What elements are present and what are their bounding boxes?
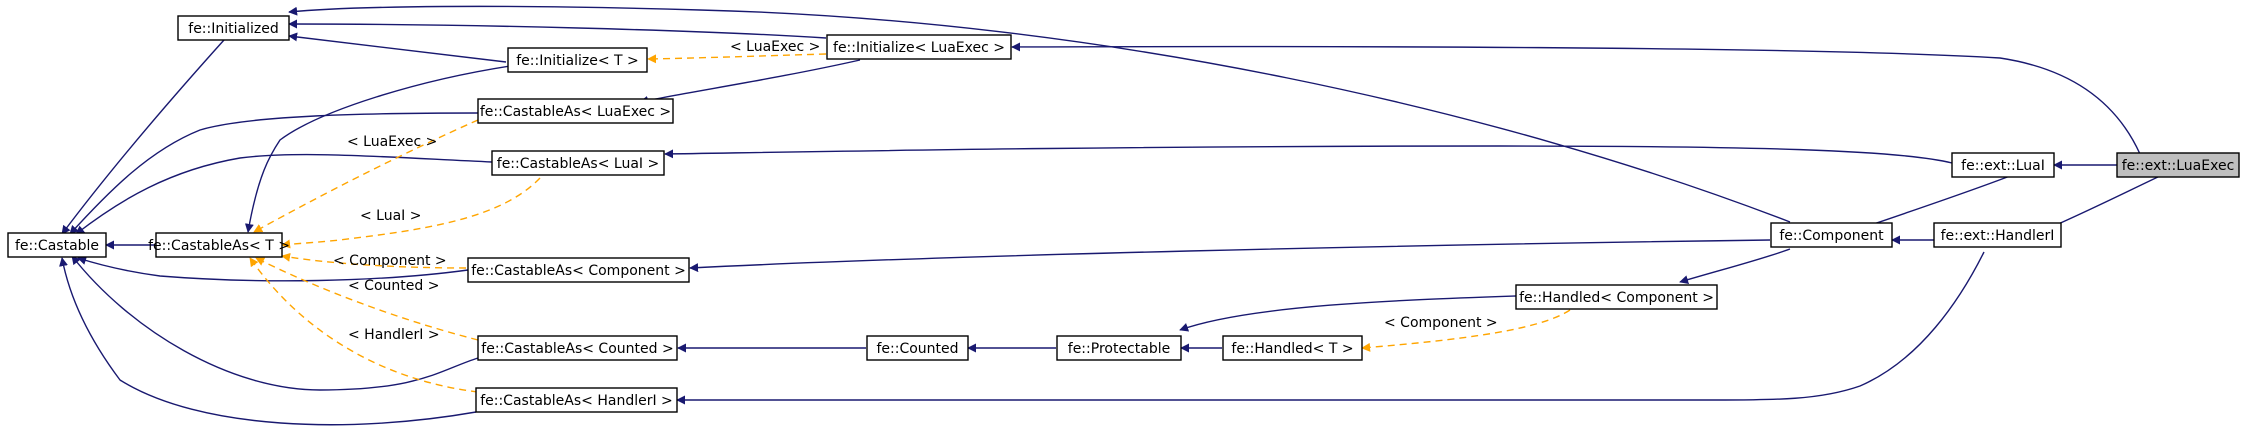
node-castable-label: fe::Castable [15,238,99,254]
node-handleri[interactable]: fe::ext::HandlerI [1933,222,2062,248]
node-initialized[interactable]: fe::Initialized [177,15,290,41]
node-handled-t[interactable]: fe::Handled< T > [1222,335,1363,361]
node-castableas-component-label: fe::CastableAs< Component > [471,263,686,279]
node-initialized-label: fe::Initialized [188,21,278,37]
node-component-label: fe::Component [1779,228,1884,244]
node-protectable-label: fe::Protectable [1068,341,1170,357]
node-component[interactable]: fe::Component [1770,222,1893,248]
node-castableas-handleri[interactable]: fe::CastableAs< HandlerI > [475,387,678,413]
node-castableas-luaexec-label: fe::CastableAs< LuaExec > [480,104,671,120]
edge-initialize-luaexec-to-initialized [288,19,827,39]
node-protectable[interactable]: fe::Protectable [1056,335,1182,361]
edge-component-to-initialized [288,5,1791,223]
inheritance-edges [59,5,2161,426]
edge-component-to-handled-component [1679,248,1791,284]
edge-label-castableas-luaexec: < LuaExec > [347,134,437,150]
node-luaexec[interactable]: fe::ext::LuaExec [2116,152,2240,178]
node-castableas-luai-label: fe::CastableAs< LuaI > [497,156,659,172]
node-initialize-t[interactable]: fe::Initialize< T > [507,47,648,73]
edge-initialize-t-to-initialized [288,32,507,63]
edge-castableas-counted-to-castableas-t [255,257,479,341]
edge-component-to-castableas-component [689,239,1771,273]
edge-label-castableas-component: < Component > [333,253,447,269]
edge-label-handled-component: < Component > [1384,315,1498,331]
node-castableas-t[interactable]: fe::CastableAs< T > [148,232,290,258]
node-initialize-luaexec[interactable]: fe::Initialize< LuaExec > [826,34,1012,60]
edge-castableas-handleri-to-castable [59,257,477,426]
edge-handled-component-to-protectable [1179,295,1517,332]
node-castableas-counted[interactable]: fe::CastableAs< Counted > [477,335,678,361]
node-castableas-luai[interactable]: fe::CastableAs< LuaI > [491,150,665,176]
edge-luaexec-to-initialize-luaexec [1011,42,2141,155]
edge-castableas-luai-to-castable [75,153,493,235]
node-castable[interactable]: fe::Castable [7,232,107,258]
edge-label-castableas-counted: < Counted > [348,278,439,294]
edge-castableas-component-to-castable [77,256,469,282]
edge-label-castableas-luai: < LuaI > [360,208,422,224]
node-castableas-component[interactable]: fe::CastableAs< Component > [467,257,690,283]
edge-initialize-luaexec-to-initialize-t [647,53,827,64]
node-castableas-t-label: fe::CastableAs< T > [148,238,290,254]
edge-luai-to-castableas-luai [664,145,1953,164]
node-handleri-label: fe::ext::HandlerI [1941,228,2055,244]
edge-initialized-to-castable [61,39,225,235]
node-counted-label: fe::Counted [876,341,958,357]
node-luai[interactable]: fe::ext::LuaI [1951,152,2055,178]
edge-castableas-luai-to-castableas-t [281,177,541,249]
edge-castableas-component-to-castableas-t [281,252,467,269]
edge-initialize-luaexec-to-castableas-luaexec [639,59,861,105]
edge-label-castableas-handleri: < HandlerI > [348,327,440,343]
edge-castableas-counted-to-castable [71,255,479,391]
node-castableas-handleri-label: fe::CastableAs< HandlerI > [480,393,673,409]
node-handled-component-label: fe::Handled< Component > [1519,290,1714,306]
node-luaexec-label: fe::ext::LuaExec [2122,158,2235,174]
edge-castableas-luaexec-to-castableas-t [253,119,479,233]
edge-castableas-handleri-to-castableas-t [249,257,479,393]
node-luai-label: fe::ext::LuaI [1961,158,2045,174]
edge-initialize-t-to-castableas-t [244,65,511,233]
edge-handled-component-to-handled-t [1361,309,1571,352]
node-handled-t-label: fe::Handled< T > [1231,341,1353,357]
node-castableas-counted-label: fe::CastableAs< Counted > [481,341,673,357]
node-castableas-luaexec[interactable]: fe::CastableAs< LuaExec > [477,98,674,124]
edge-handleri-to-castableas-handleri [676,251,1985,405]
node-initialize-luaexec-label: fe::Initialize< LuaExec > [833,40,1005,56]
class-nodes: fe::Initialized fe::Castable fe::Initial… [7,15,2240,413]
node-counted[interactable]: fe::Counted [866,335,969,361]
edge-label-initialize-luaexec: < LuaExec > [730,39,820,55]
edge-castableas-luaexec-to-castable [69,112,479,235]
edge-labels: < LuaExec > < LuaExec > < LuaI > < Compo… [333,39,1498,343]
template-edges [249,53,1571,393]
node-handled-component[interactable]: fe::Handled< Component > [1515,284,1718,310]
node-initialize-t-label: fe::Initialize< T > [516,53,638,69]
